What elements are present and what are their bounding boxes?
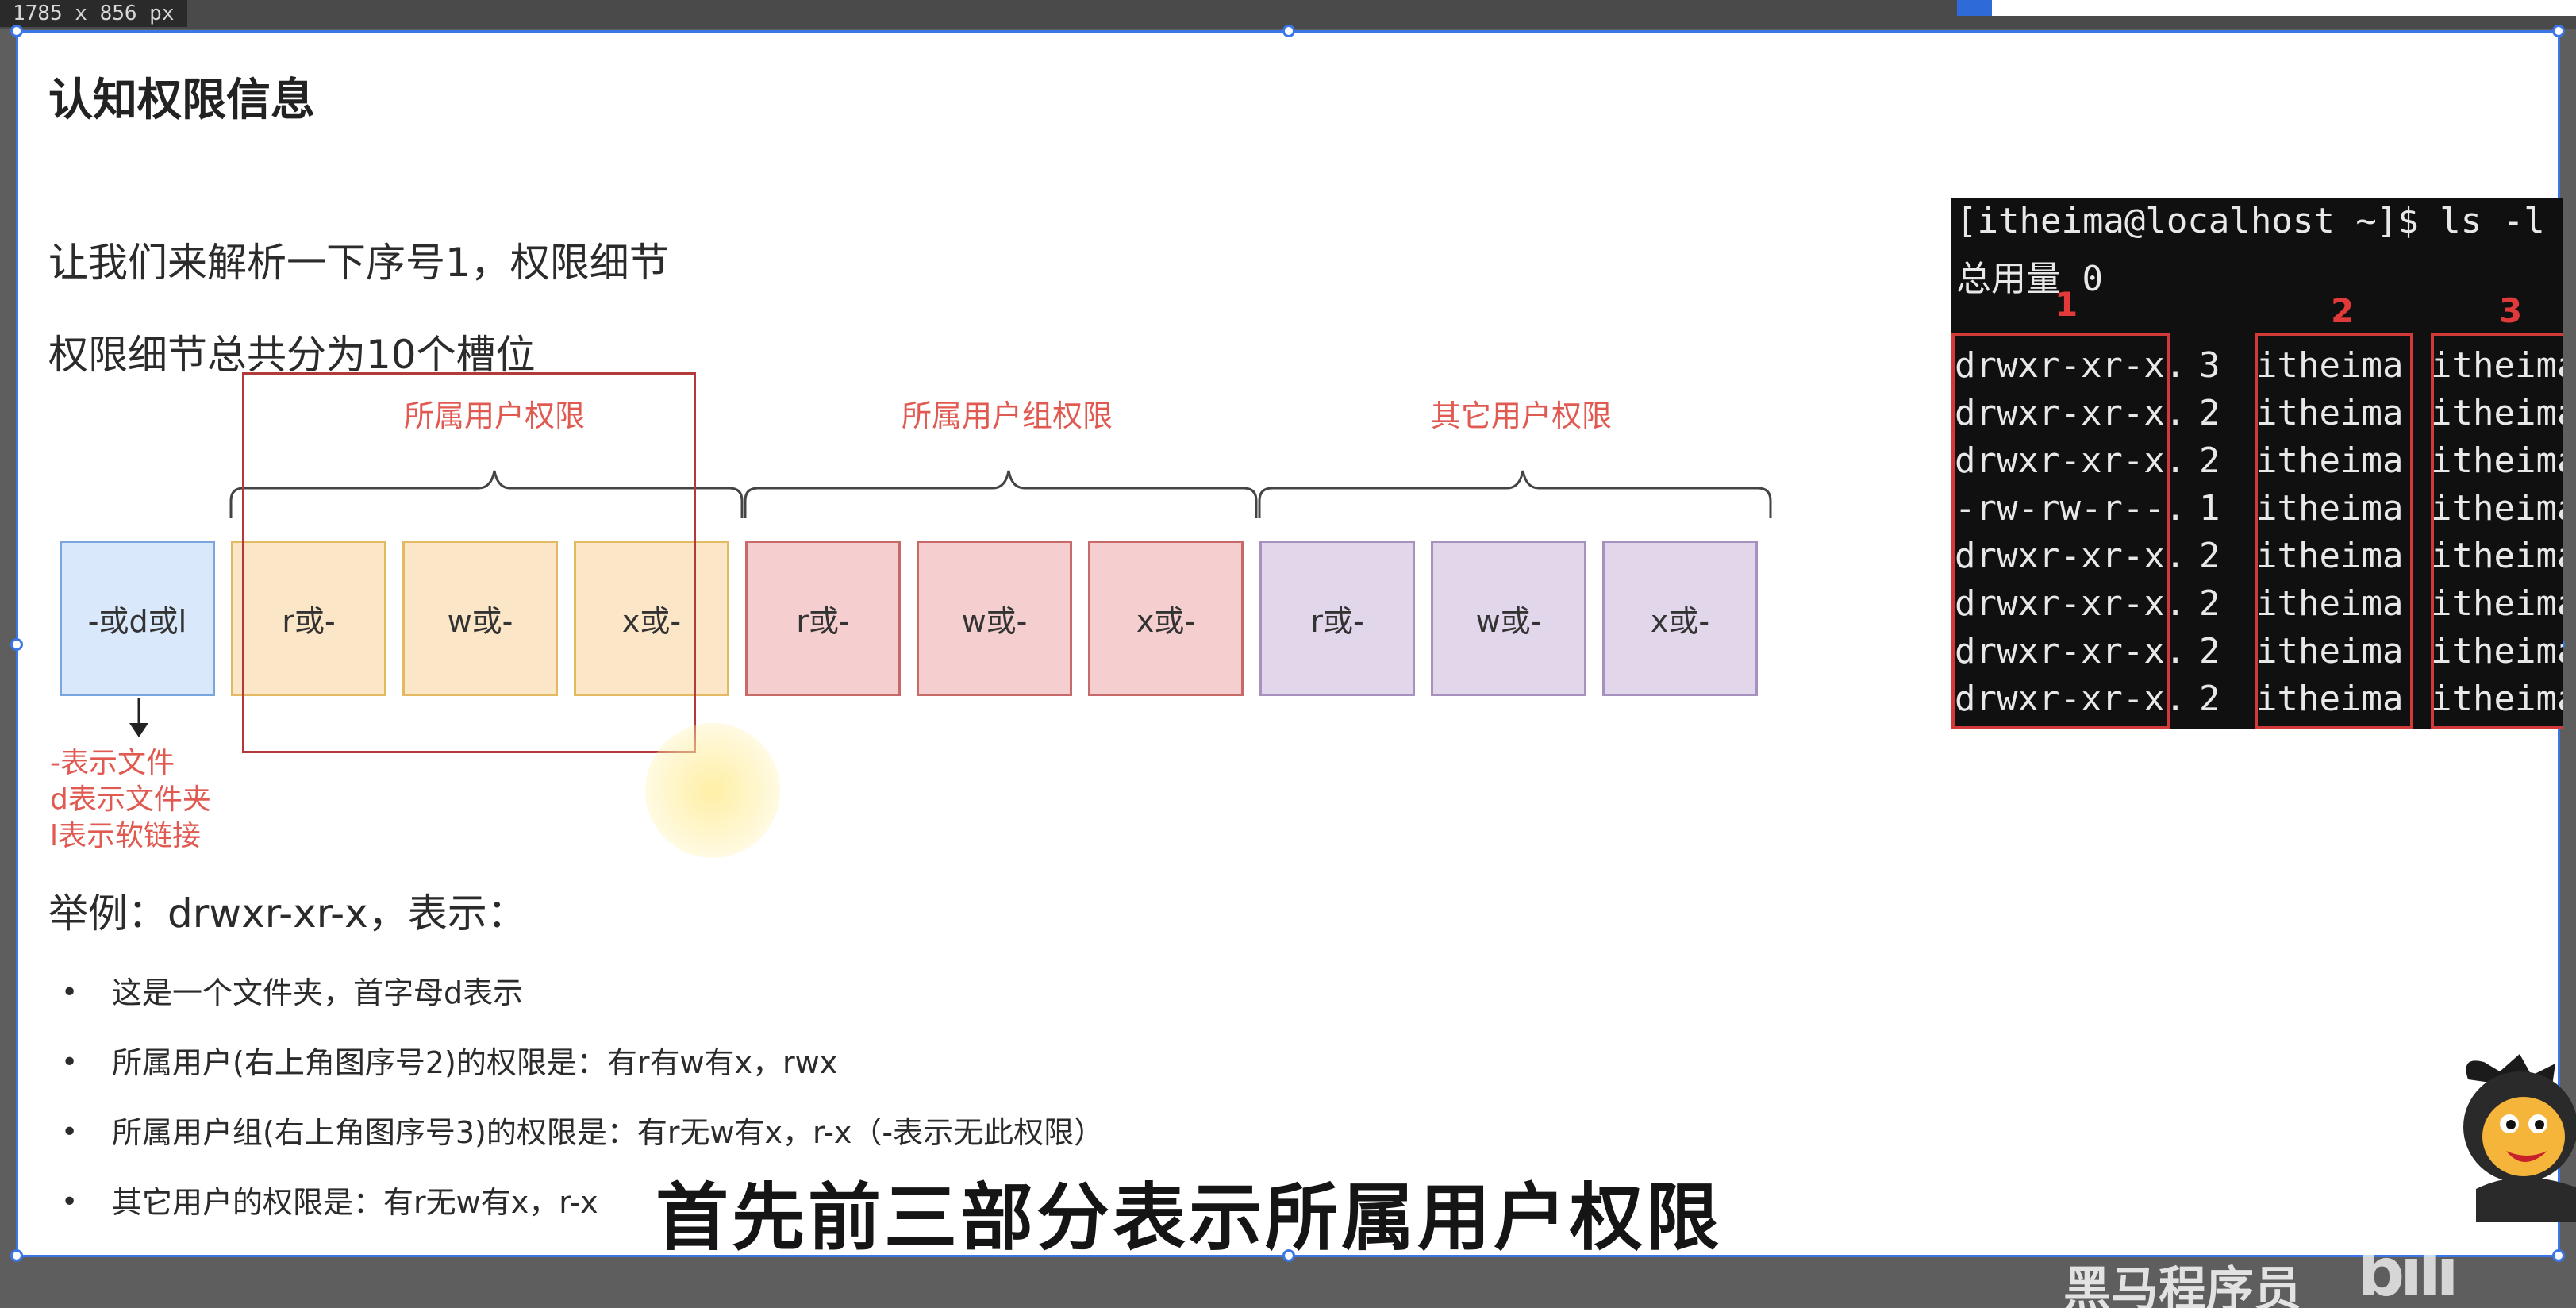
editor-top-bar: 1785 x 856 px xyxy=(0,0,2576,29)
list-item: • 所属用户组(右上角图序号3)的权限是：有r无w有x，r-x（-表示无此权限） xyxy=(48,1109,1104,1179)
terminal-row-group: itheima xyxy=(2431,488,2563,529)
column-number-1: 1 xyxy=(2055,285,2078,324)
group-label-group: 所属用户组权限 xyxy=(901,398,1113,433)
pointer-highlight xyxy=(645,723,780,858)
resize-handle-tr[interactable] xyxy=(2552,25,2565,37)
terminal-row-perm: drwxr-xr-x. xyxy=(1955,583,2186,624)
terminal-row-links: 2 xyxy=(2199,631,2220,671)
resize-handle-ml[interactable] xyxy=(10,638,23,651)
slot-owner-exec: x或- xyxy=(574,541,729,696)
terminal-row-perm: drwxr-xr-x. xyxy=(1955,393,2186,433)
terminal-row-links: 2 xyxy=(2199,726,2220,729)
terminal-row-owner: itheima xyxy=(2256,440,2404,481)
bullet-dot: • xyxy=(61,1186,79,1218)
down-arrow-icon xyxy=(129,698,148,737)
terminal-row-links: 2 xyxy=(2199,536,2220,576)
terminal-row-links: 3 xyxy=(2199,345,2220,386)
terminal-row-perm: -rw-rw-r--. xyxy=(1955,488,2186,529)
owner-column-box xyxy=(2255,333,2413,729)
terminal-row-links: 2 xyxy=(2199,679,2220,719)
terminal-row-links: 1 xyxy=(2199,488,2220,529)
terminal-row-group: itheima xyxy=(2431,679,2563,719)
bullet-text: 这是一个文件夹，首字母d表示 xyxy=(112,975,524,1010)
terminal-row-owner: itheima xyxy=(2256,583,2404,624)
owner-highlight-box xyxy=(242,372,696,753)
brace-other xyxy=(1258,470,1772,518)
terminal-row-owner: itheima xyxy=(2256,679,2404,719)
slide-canvas[interactable]: 认知权限信息 让我们来解析一下序号1，权限细节 权限细节总共分为10个槽位 所属… xyxy=(10,25,2565,1262)
bullet-text: 其它用户的权限是：有r无w有x，r-x xyxy=(112,1185,598,1220)
slot-file-type: -或d或l xyxy=(60,541,215,696)
slot-group-read: r或- xyxy=(745,541,901,696)
bullet-dot: • xyxy=(61,1116,79,1148)
resize-handle-bl[interactable] xyxy=(10,1249,23,1262)
resize-handle-tl[interactable] xyxy=(10,25,23,37)
channel-watermark: 黑马程序员 xyxy=(2063,1262,2301,1308)
bilibili-logo: bili xyxy=(2357,1233,2459,1308)
list-item: • 其它用户的权限是：有r无w有x，r-x xyxy=(48,1179,1104,1248)
note-symlink: l表示软链接 xyxy=(50,820,202,852)
terminal-row-group: itheima xyxy=(2431,631,2563,671)
example-heading: 举例：drwxr-xr-x，表示： xyxy=(48,891,527,937)
terminal-row-links: 2 xyxy=(2199,583,2220,624)
resize-handle-bm[interactable] xyxy=(1282,1249,1295,1262)
terminal-row-owner: itheima xyxy=(2256,488,2404,529)
resize-handle-tm[interactable] xyxy=(1282,25,1295,37)
video-subtitle: 首先前三部分表示所属用户权限 xyxy=(656,1175,1723,1260)
group-label-owner: 所属用户权限 xyxy=(403,398,585,433)
terminal-total: 总用量 0 xyxy=(1956,259,2103,299)
terminal-row-group: itheima xyxy=(2431,393,2563,433)
terminal-row-perm: drwxr-xr-x. xyxy=(1955,631,2186,671)
terminal-row-group: itheima xyxy=(2431,440,2563,481)
terminal-row-links: 2 xyxy=(2199,393,2220,433)
slot-other-exec: x或- xyxy=(1602,541,1758,696)
column-number-3: 3 xyxy=(2499,291,2523,330)
slots-intro-text: 权限细节总共分为10个槽位 xyxy=(48,332,536,378)
slide-title: 认知权限信息 xyxy=(48,75,315,126)
bullet-text: 所属用户(右上角图序号2)的权限是：有r有w有x，rwx xyxy=(112,1045,838,1080)
slot-owner-write: w或- xyxy=(402,541,558,696)
terminal-row-perm: drwxr-xr-x. xyxy=(1955,679,2186,719)
column-number-2: 2 xyxy=(2331,291,2355,330)
resize-handle-br[interactable] xyxy=(2552,1249,2565,1262)
slot-other-write: w或- xyxy=(1431,541,1586,696)
group-label-other: 其它用户权限 xyxy=(1430,398,1612,433)
note-folder: d表示文件夹 xyxy=(50,783,211,816)
terminal-row-owner: itheima xyxy=(2256,345,2404,386)
bullet-text: 所属用户组(右上角图序号3)的权限是：有r无w有x，r-x（-表示无此权限） xyxy=(112,1115,1105,1150)
toolbar-widget[interactable] xyxy=(1957,0,2576,16)
note-file: -表示文件 xyxy=(50,747,175,779)
brace-group xyxy=(744,470,1258,518)
terminal-prompt: [itheima@localhost ~]$ ls -l xyxy=(1956,201,2545,241)
terminal-row-owner: itheima xyxy=(2256,631,2404,671)
terminal-row-group: itheima xyxy=(2431,583,2563,624)
group-column-box xyxy=(2431,333,2563,729)
perm-column-box xyxy=(1951,333,2170,729)
terminal-row-group: itheima xyxy=(2431,345,2563,386)
slot-owner-read: r或- xyxy=(231,541,386,696)
terminal-row-perm: drwxr-xr-x. xyxy=(1955,536,2186,576)
terminal-row-owner: itheima xyxy=(2256,393,2404,433)
slot-group-exec: x或- xyxy=(1088,541,1244,696)
bullet-dot: • xyxy=(61,976,79,1009)
file-type-notes: -表示文件 d表示文件夹 l表示软链接 xyxy=(50,745,211,855)
intro-text: 让我们来解析一下序号1，权限细节 xyxy=(48,240,669,286)
terminal-row-perm: drwxr-xr-x. xyxy=(1955,345,2186,386)
slot-group-write: w或- xyxy=(917,541,1072,696)
bullet-dot: • xyxy=(61,1046,79,1079)
list-item: • 这是一个文件夹，首字母d表示 xyxy=(48,969,1104,1039)
monkey-mascot-icon xyxy=(2463,1054,2576,1222)
terminal-screenshot: [itheima@localhost ~]$ ls -l 总用量 0 1 2 3… xyxy=(1951,198,2563,729)
slot-other-read: r或- xyxy=(1259,541,1415,696)
terminal-row-owner: itheima xyxy=(2256,536,2404,576)
terminal-row-links: 2 xyxy=(2199,440,2220,481)
bullet-list: • 这是一个文件夹，首字母d表示 • 所属用户(右上角图序号2)的权限是：有r有w有… xyxy=(48,969,1104,1248)
list-item: • 所属用户(右上角图序号2)的权限是：有r有w有x，rwx xyxy=(48,1039,1104,1109)
terminal-row-perm: drwxr-xr-x. xyxy=(1955,440,2186,481)
terminal-row-group: itheima xyxy=(2431,536,2563,576)
dimension-readout: 1785 x 856 px xyxy=(0,0,187,27)
